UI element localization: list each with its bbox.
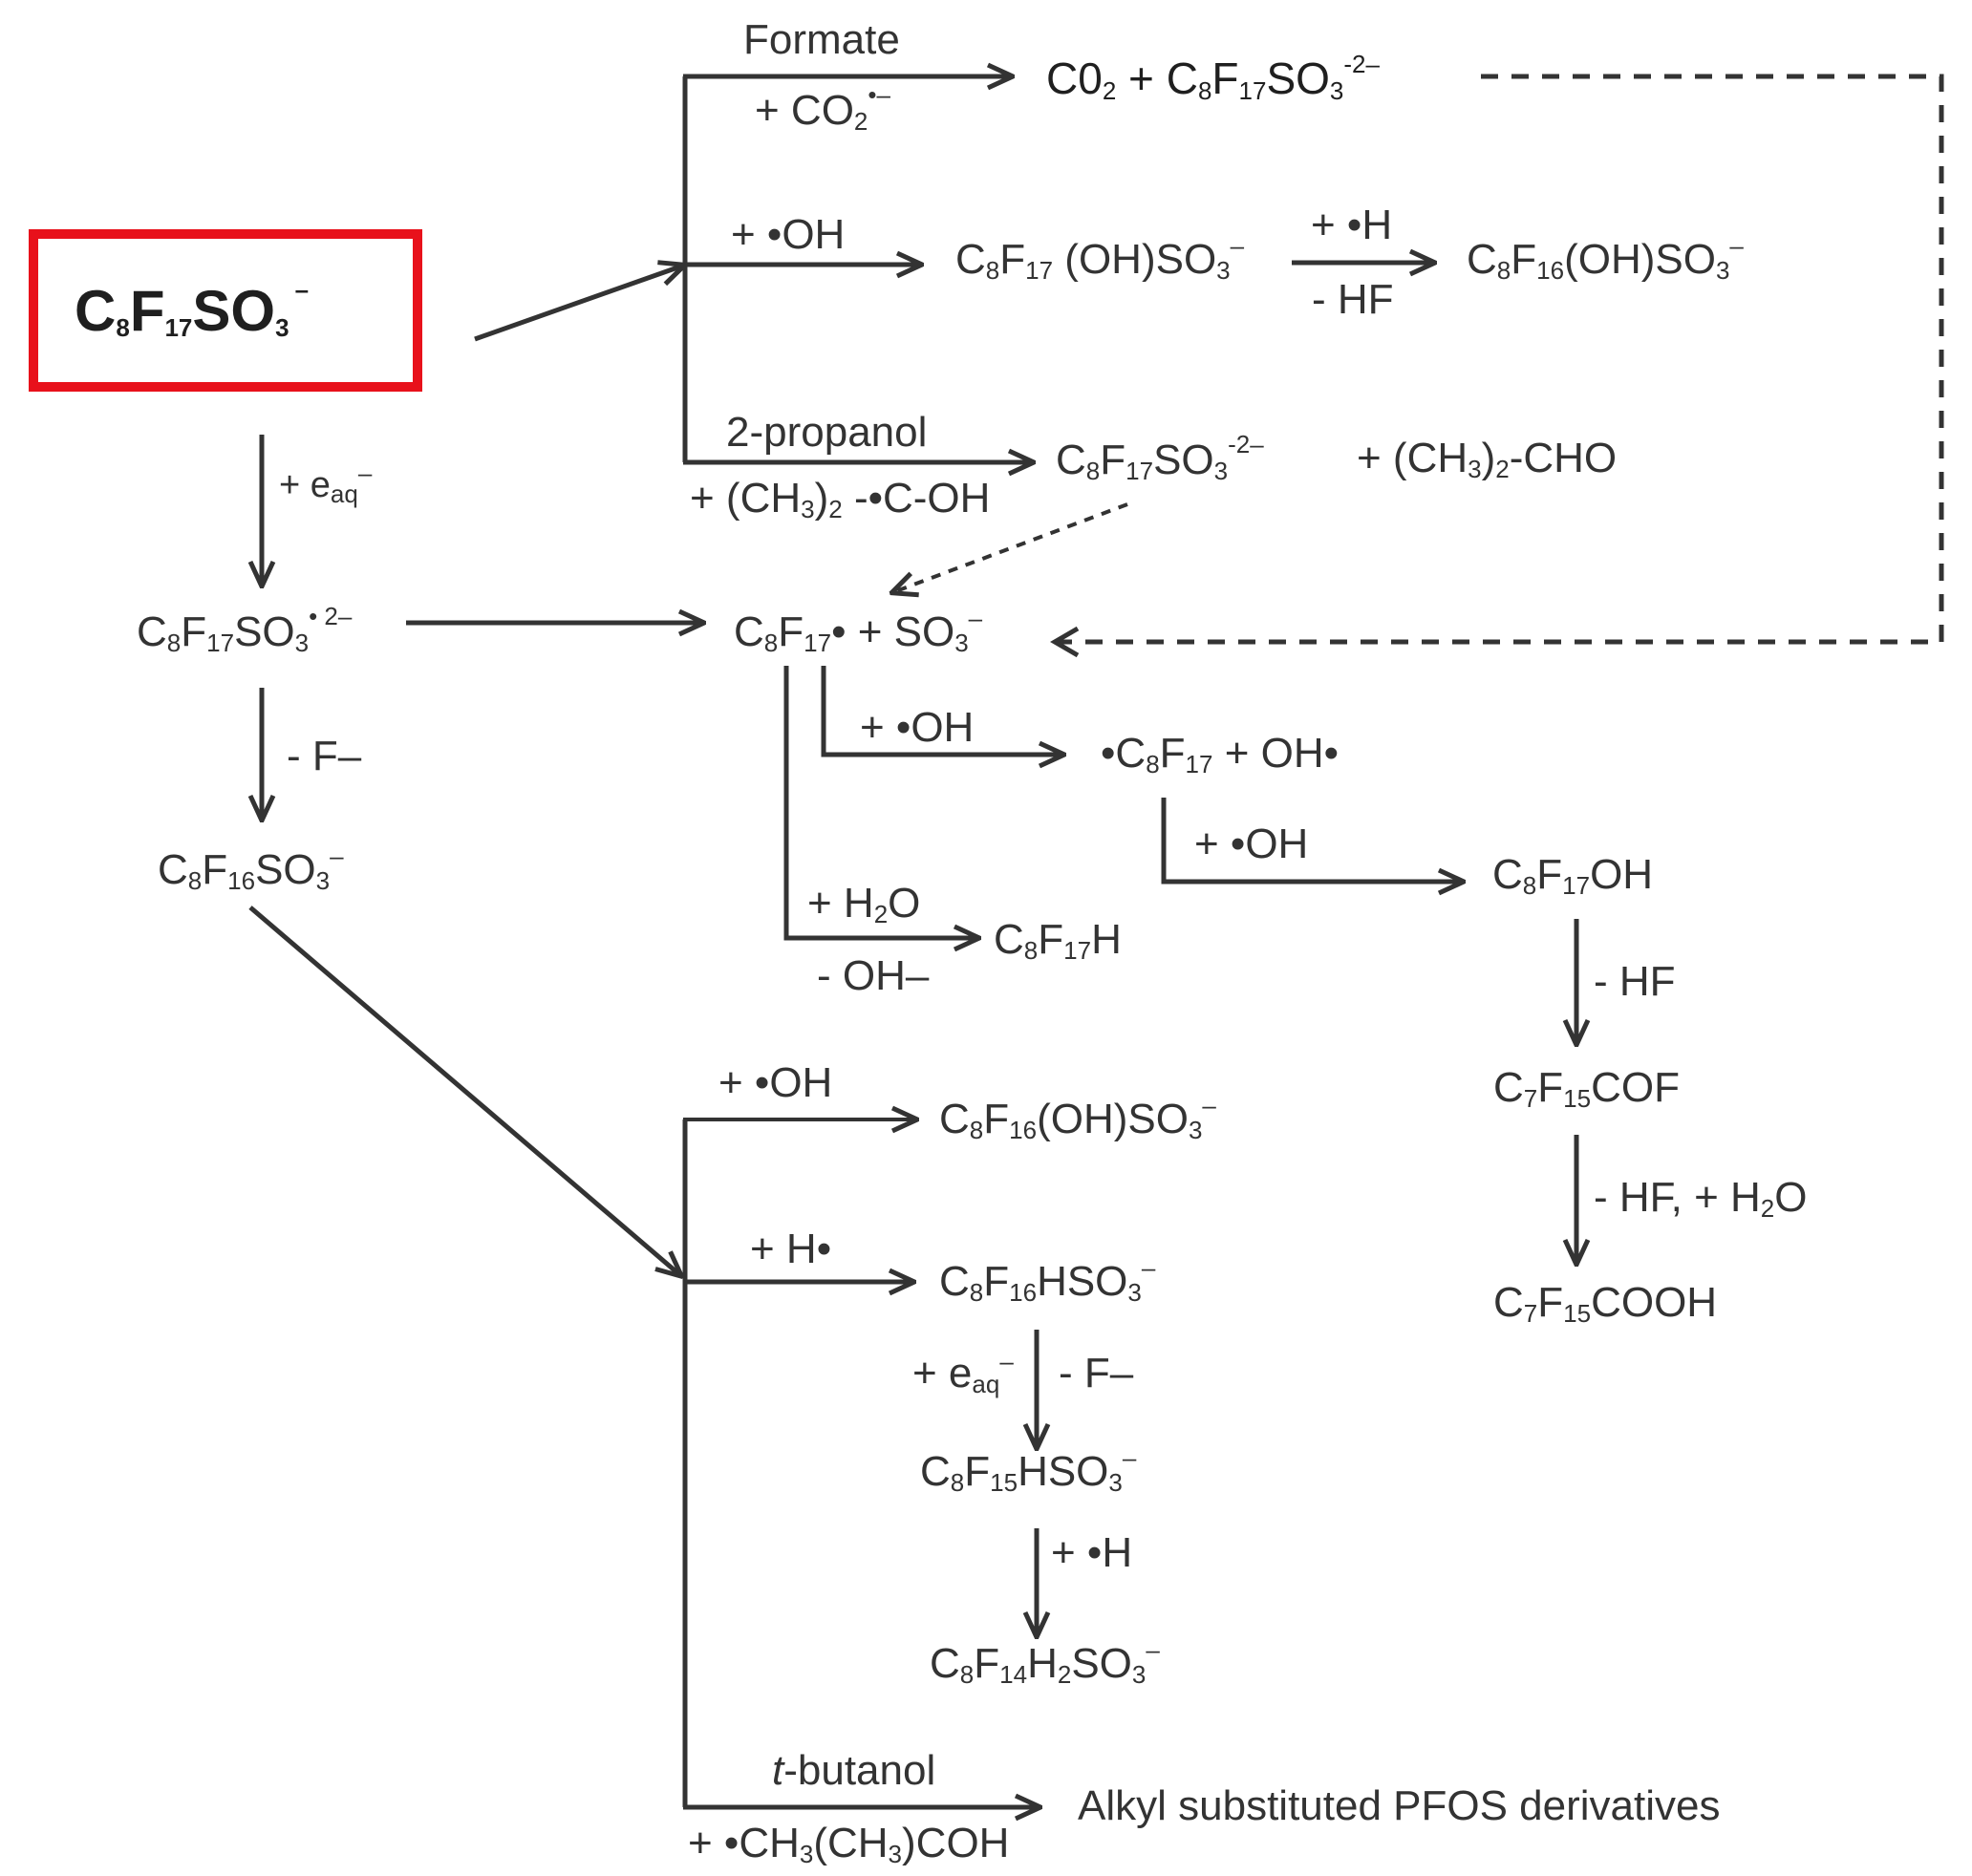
label-minus-oh: - OH–: [817, 952, 930, 999]
c8f15hso3: C8F15HSO3–: [920, 1443, 1137, 1497]
c8f17-oh-radical: •C8F17 + OH•: [1101, 730, 1339, 778]
label-eaq-1: + eaq–: [279, 458, 373, 508]
radical-split: C8F17• + SO3–: [734, 604, 983, 657]
arrow-oh-3: [1161, 798, 1462, 882]
label-h-radical-2: + H•: [750, 1226, 831, 1272]
alkyl-derivatives: Alkyl substituted PFOS derivatives: [1078, 1782, 1720, 1829]
pfos-formula: C8F17SO3–: [75, 275, 309, 343]
co2-product: C02 + C8F17SO3-2–: [1046, 50, 1380, 105]
label-oh-radical-4: + •OH: [718, 1059, 832, 1106]
label-hf-h2o: - HF, + H2O: [1594, 1174, 1808, 1223]
hydroxy-c8f16: C8F16(OH)SO3–: [1467, 231, 1744, 285]
label-oh-radical-1: + •OH: [731, 211, 845, 258]
arrow-pfos-to-branch: [474, 266, 683, 342]
highlight-box: [29, 229, 422, 392]
label-co2-radical: + CO2•–: [755, 80, 890, 136]
dashed-loop-head: [1050, 626, 1080, 658]
c7f15cof: C7F15COF: [1493, 1064, 1680, 1113]
label-eaq-2: + eaq–: [912, 1347, 1014, 1398]
dashed-loop: [1056, 74, 1944, 645]
arrow-c8f16-diag: [248, 906, 680, 1275]
label-minus-hf-2: - HF: [1594, 958, 1676, 1005]
label-butanol: t-butanol: [772, 1747, 935, 1794]
label-plus-h2o: + H2O: [807, 880, 920, 928]
label-minus-f-2: - F–: [1059, 1350, 1134, 1396]
arrow-h2o: [783, 666, 977, 938]
c8f16-oh-so3: C8F16(OH)SO3–: [939, 1091, 1216, 1144]
c7f15cooh: C7F15COOH: [1493, 1279, 1717, 1328]
label-h-radical-3: + •H: [1051, 1529, 1132, 1576]
c8f16so3: C8F16SO3–: [158, 842, 344, 895]
label-butanol-radical: + •CH3(CH3)COH: [688, 1820, 1009, 1868]
label-oh-radical-2: + •OH: [860, 704, 974, 751]
acetone: + (CH3)2-CHO: [1357, 435, 1617, 483]
pfos-dianion: C8F17SO3• 2–: [137, 602, 353, 657]
c8f14h2so3: C8F14H2SO3–: [930, 1635, 1160, 1689]
label-propanol-radical: + (CH3)2 -•C-OH: [690, 475, 990, 523]
arrow-oh-2: [821, 666, 1062, 755]
c8f17oh: C8F17OH: [1492, 851, 1653, 900]
label-minus-f-1: - F–: [287, 733, 362, 779]
hydroxy-pfos: C8F17 (OH)SO3–: [955, 231, 1245, 285]
label-minus-hf-1: - HF: [1312, 276, 1394, 323]
c8f16hso3: C8F16HSO3–: [939, 1253, 1156, 1307]
label-propanol: 2-propanol: [726, 409, 927, 456]
dashed-diagonal: [893, 502, 1128, 592]
label-h-radical-1: + •H: [1311, 202, 1392, 248]
pfos-dianion-propanol: C8F17SO3-2–: [1056, 430, 1264, 485]
label-oh-radical-3: + •OH: [1194, 821, 1308, 867]
c8f17h: C8F17H: [994, 916, 1122, 965]
label-formate: Formate: [743, 16, 900, 63]
